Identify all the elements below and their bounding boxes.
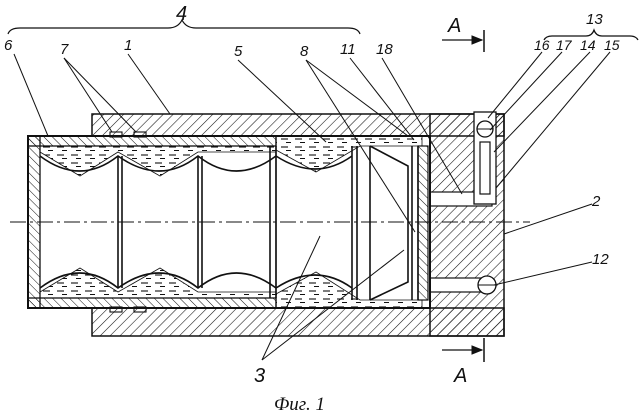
section-mark-bottom: A [453, 365, 467, 387]
label-2: 2 [591, 193, 601, 210]
label-15: 15 [604, 37, 620, 53]
label-8: 8 [300, 43, 309, 60]
label-11: 11 [340, 41, 356, 58]
label-16: 16 [534, 37, 550, 53]
label-12: 12 [592, 251, 609, 268]
label-1: 1 [124, 37, 132, 54]
label-17: 17 [556, 37, 573, 53]
label-3: 3 [254, 365, 265, 387]
section-mark-top: A [447, 15, 461, 37]
head-block [430, 112, 504, 336]
label-7: 7 [60, 41, 69, 58]
label-5: 5 [234, 43, 243, 60]
label-14: 14 [580, 37, 596, 53]
label-18: 18 [376, 41, 393, 58]
label-13: 13 [586, 11, 603, 28]
label-6: 6 [4, 37, 13, 54]
label-4: 4 [176, 3, 187, 25]
figure-caption: Фиг. 1 [274, 394, 325, 415]
